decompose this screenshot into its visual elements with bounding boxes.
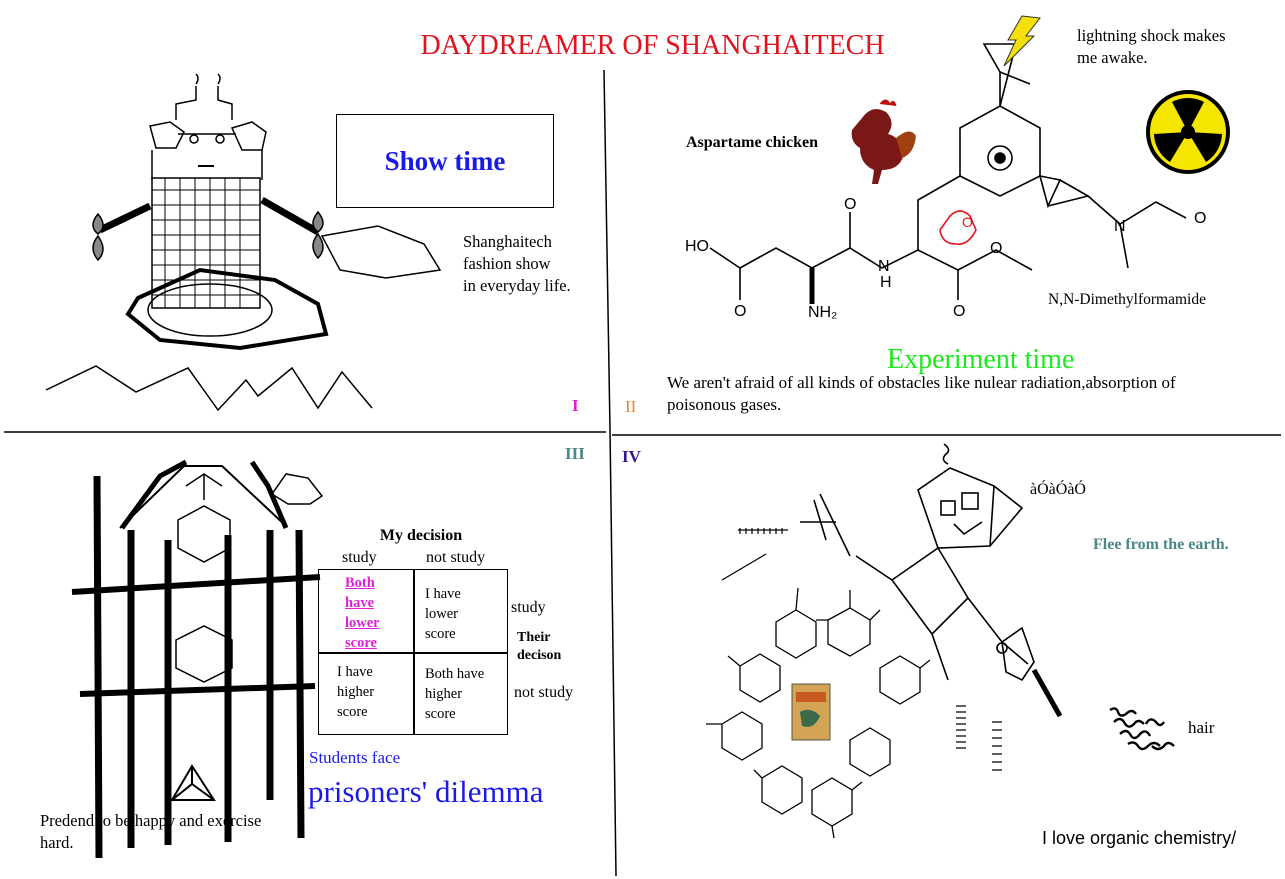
radiation-icon [1146,90,1230,174]
cell-both-lower: Both have lower score [345,575,380,651]
atom-n-2: N [1114,218,1126,235]
row-not-study: not study [514,684,574,701]
page-title: DAYDREAMER OF SHANGHAITECH [420,30,885,61]
matrix-grid: Both have lower score I have lower score… [318,569,508,735]
table-man-figure [800,443,1063,718]
show-time-box: Show time [336,114,554,208]
col-study: study [342,549,377,566]
students-face-text: Students face [309,748,401,767]
garbled-text: àÓàÓàÓ [1030,481,1086,498]
atom-o-3: O [953,303,966,320]
fullerene-nanotube-figure [45,73,442,412]
melamine-network-figure [706,587,931,839]
aspartame-molecule-figure [709,43,1187,304]
experiment-time-heading: Experiment time [887,344,1075,375]
molecular-cage-figure [71,459,324,859]
cell-i-lower: I have lower score [425,586,461,642]
their-decision-label: Their decison [517,630,562,663]
atom-n: N [878,258,890,275]
cell-both-higher: Both have higher score [425,666,485,722]
matrix-hline [319,652,507,654]
hash-marks [721,528,1002,771]
love-organic-text: I love organic chemistry/ [1042,828,1237,848]
divider-vertical-bottom [609,429,617,877]
rooster-icon [851,99,916,184]
panel-label-i: I [572,396,579,415]
flee-text: Flee from the earth. [1093,536,1229,553]
atom-o-4: O [990,240,1003,257]
atom-o-1: O [734,303,747,320]
atom-h: H [880,274,892,291]
atom-nh2: NH₂ [808,304,838,321]
lightning-icon [1003,15,1041,67]
col-not-study: not study [426,549,486,566]
atom-o-6: O [962,214,973,230]
panel-label-iii: III [565,444,585,463]
atom-ho: HO [685,238,709,255]
lightning-caption: lightning shock makes me awake. [1077,26,1226,67]
row-study: study [511,599,546,616]
cell-i-higher: I have higher score [337,664,375,720]
pretend-caption: Predend to be happy and exercise hard. [40,811,262,852]
panel-label-iv: IV [622,447,641,466]
obstacles-text: We aren't afraid of all kinds of obstacl… [667,373,1176,414]
aspartame-label: Aspartame chicken [686,134,818,151]
dmf-label: N,N-Dimethylformamide [1048,291,1206,308]
my-decision-heading: My decision [379,527,463,544]
book-icon [791,683,831,741]
prisoners-dilemma-text: prisoners' dilemma [308,774,544,809]
hair-icon [1109,707,1175,751]
atom-o-2: O [844,196,857,213]
fashion-caption: Shanghaitech fashion show in everyday li… [463,232,571,295]
divider-vertical-top [603,69,611,431]
hair-label: hair [1188,718,1215,737]
atom-o-5: O [1194,210,1207,227]
panel-label-ii: II [625,397,637,416]
